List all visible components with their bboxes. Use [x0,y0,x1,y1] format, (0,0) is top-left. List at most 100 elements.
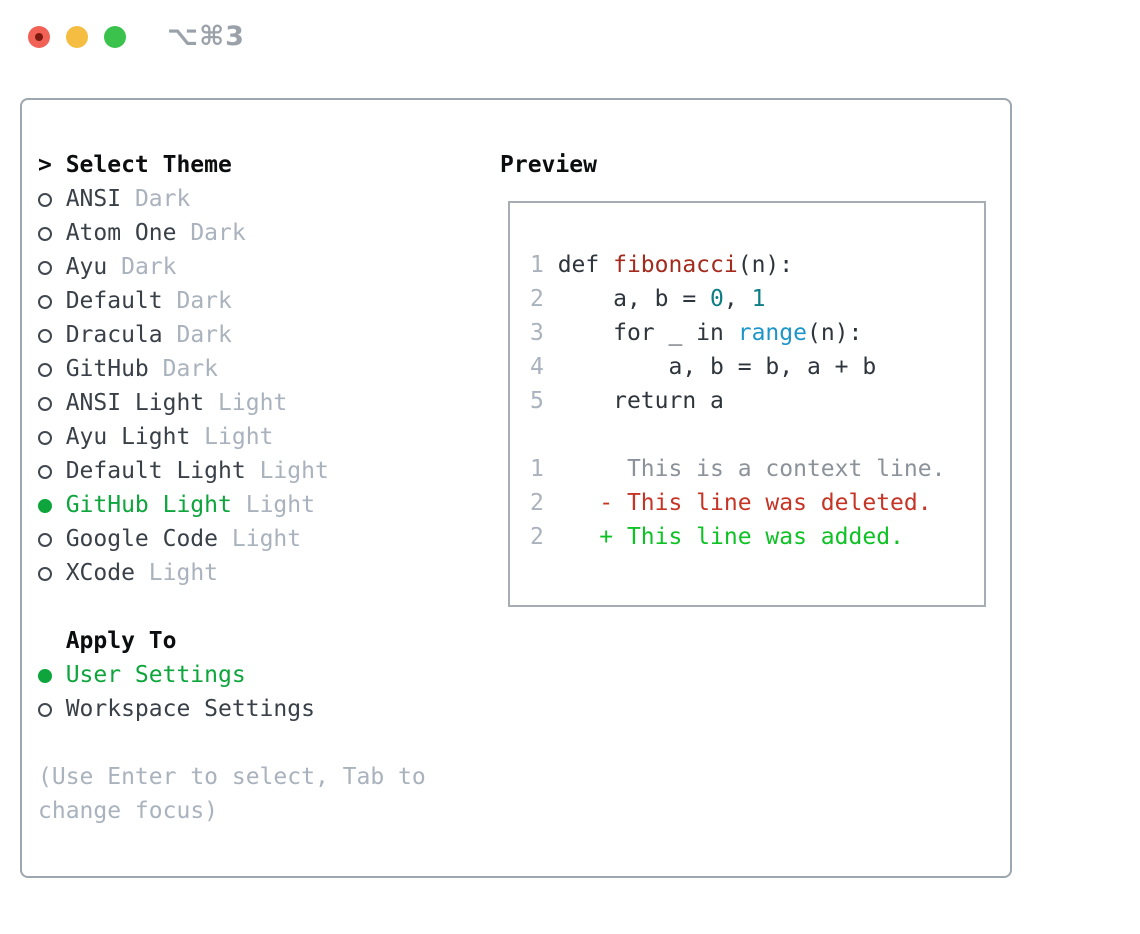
radio-icon [38,567,52,581]
theme-item-default-light[interactable]: Default Light Light [38,454,426,488]
spacer [38,590,426,624]
zoom-button[interactable] [104,26,126,48]
radio-prefix [38,692,66,726]
theme-variant: Light [204,424,274,450]
theme-item-github[interactable]: GitHub Dark [38,352,426,386]
code-token: def [557,252,614,278]
radio-prefix [38,284,66,318]
window-title: ⌥⌘3 [167,21,245,52]
code-token: (n): [737,252,794,278]
radio-prefix [38,420,66,454]
theme-item-github-light[interactable]: GitHub Light Light [38,488,426,522]
selection-pointer-icon: > [38,152,52,178]
radio-prefix [38,182,66,216]
theme-item-dracula[interactable]: Dracula Dark [38,318,426,352]
unsaved-indicator-icon [35,33,43,41]
apply-option-workspace-settings[interactable]: Workspace Settings [38,692,426,726]
radio-icon [38,533,52,547]
code-token: - This line was deleted. [543,490,932,516]
spacer [38,726,426,760]
line-number: 1 [530,456,544,482]
radio-icon [38,397,52,411]
radio-icon [38,703,52,717]
code-token: + This line was added. [543,524,904,550]
preview-title: Preview [500,152,597,178]
option-name: User Settings [65,662,246,688]
code-token: 0 [710,286,724,312]
theme-item-ansi-light[interactable]: ANSI Light Light [38,386,426,420]
radio-icon [38,431,52,445]
radio-icon [38,329,52,343]
preview-line: 1 def fibonacci(n): [530,248,945,282]
theme-name: Ayu Light [65,424,191,450]
close-button[interactable] [28,26,50,48]
radio-prefix [38,488,66,522]
minimize-button[interactable] [66,26,88,48]
line-number: 3 [530,320,558,346]
radio-prefix [38,522,66,556]
line-number: 1 [530,252,558,278]
radio-icon [38,669,52,683]
theme-item-default[interactable]: Default Dark [38,284,426,318]
radio-icon [38,363,52,377]
code-token: This is a context line. [543,456,946,482]
section-title: Apply To [65,628,177,654]
apply-to-header: Apply To [38,624,426,658]
option-name: Workspace Settings [65,696,315,722]
hint-text: change focus) [38,798,219,824]
code-token: (n): [806,320,863,346]
preview-line: 3 for _ in range(n): [530,316,945,350]
preview-line: 4 a, b = b, a + b [530,350,945,384]
theme-variant: Dark [190,220,246,246]
theme-item-xcode[interactable]: XCode Light [38,556,426,590]
radio-prefix [38,386,66,420]
titlebar: ⌥⌘3 [0,0,1140,98]
theme-name: ANSI Light [65,390,205,416]
theme-item-atom-one[interactable]: Atom One Dark [38,216,426,250]
preview-line: 2 - This line was deleted. [530,486,945,520]
theme-name: Default Light [65,458,246,484]
code-token: , [723,286,752,312]
theme-item-google-code[interactable]: Google Code Light [38,522,426,556]
code-token: return a [557,388,724,414]
radio-prefix [38,216,66,250]
theme-variant: Light [231,526,302,552]
radio-icon [38,499,52,513]
preview-line [530,418,945,452]
theme-variant: Light [218,390,288,416]
theme-name: GitHub [65,356,149,382]
theme-variant: Light [259,458,329,484]
radio-prefix [38,556,66,590]
theme-item-ayu-light[interactable]: Ayu Light Light [38,420,426,454]
code-token: 1 [751,286,766,312]
theme-name: GitHub Light [65,492,232,518]
code-token: a, b = [557,286,711,312]
line-number: 4 [530,354,558,380]
code-token: fibonacci [613,252,738,278]
preview-line: 5 return a [530,384,945,418]
theme-name: XCode [65,560,135,586]
theme-item-ayu[interactable]: Ayu Dark [38,250,426,284]
line-number: 2 [530,524,544,550]
line-number: 2 [530,490,544,516]
radio-prefix [38,250,66,284]
theme-variant: Light [148,560,219,586]
apply-option-user-settings[interactable]: User Settings [38,658,426,692]
theme-name: Atom One [65,220,177,246]
section-title: Select Theme [65,152,232,178]
radio-icon [38,227,52,241]
radio-prefix [38,318,66,352]
code-token: a, b = b, a + b [557,354,877,380]
code-token: for _ in [557,320,738,346]
preview-line: 2 a, b = 0, 1 [530,282,945,316]
theme-variant: Dark [176,288,232,314]
code-token: range [737,320,807,346]
theme-name: Default [65,288,163,314]
theme-variant: Dark [162,356,219,382]
theme-item-ansi[interactable]: ANSI Dark [38,182,426,216]
